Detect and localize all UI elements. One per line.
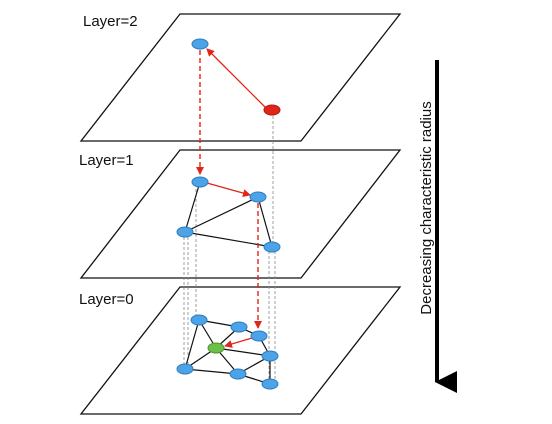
layer-0-label: Layer=0 — [79, 291, 134, 308]
graph-edge — [184, 368, 239, 375]
layer-2-plane — [79, 13, 402, 142]
layer-1-plane — [79, 149, 402, 279]
layer-1-node — [263, 241, 281, 253]
layer-0-node — [250, 330, 268, 342]
layer-0-plane — [79, 286, 402, 415]
target-node — [207, 342, 225, 354]
layer-0-node — [261, 378, 279, 390]
layer-0-edges — [184, 319, 271, 385]
layer-1-node — [176, 226, 194, 238]
search-step-layer-2 — [206, 48, 266, 108]
graph-edge — [257, 196, 273, 248]
entry-point-node — [263, 104, 281, 116]
search-step-layer-0 — [224, 337, 253, 348]
search-step-layer-1 — [206, 182, 251, 197]
graph-edge — [184, 196, 259, 233]
layer-2-node — [191, 38, 209, 50]
layer-0-node — [230, 321, 248, 333]
graph-edge — [184, 181, 201, 233]
layer-0-node — [229, 368, 247, 380]
layer-0-node — [176, 363, 194, 375]
graph-edge — [184, 319, 200, 370]
vertical-guides — [183, 111, 276, 385]
graph-edge — [184, 231, 273, 248]
layer-2-label: Layer=2 — [83, 13, 138, 30]
layer-0-node — [261, 350, 279, 362]
graph-edge — [215, 347, 271, 357]
layer-1-node — [191, 176, 209, 188]
layer-0-node — [190, 314, 208, 326]
layer-1-node — [249, 191, 267, 203]
layer-1-label: Layer=1 — [79, 152, 134, 169]
axis-label: Decreasing characteristic radius — [418, 101, 435, 314]
